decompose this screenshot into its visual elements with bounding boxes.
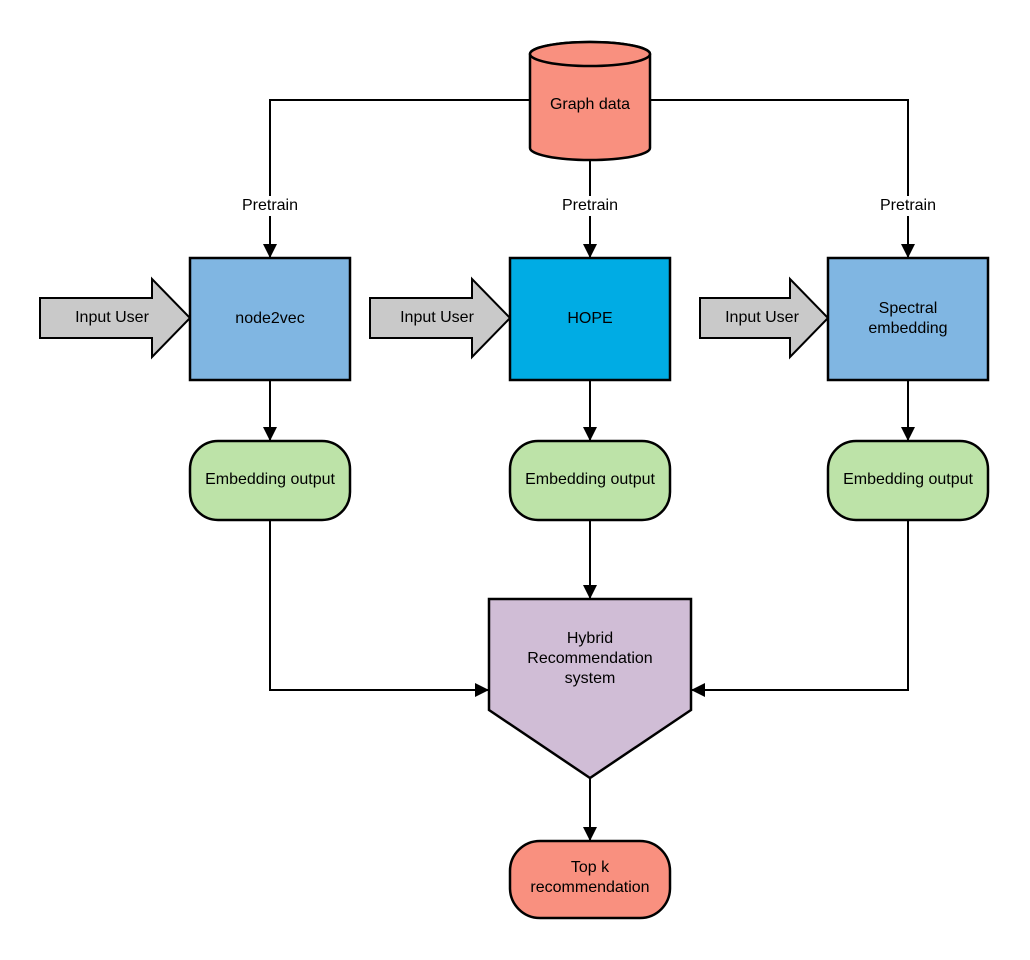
- embedding-output-label-right: Embedding output: [843, 471, 973, 488]
- connector-output-left-to-hybrid: [269, 520, 489, 697]
- connector-graphdata-to-spectral: [650, 99, 915, 258]
- hybrid-recommendation-label: Hybrid Recommendation system: [527, 630, 653, 687]
- node2vec-label: node2vec: [235, 310, 305, 327]
- input-user-arrow-right: [699, 276, 830, 360]
- pretrain-label-left: Pretrain: [237, 196, 303, 216]
- input-user-label-left: Input User: [75, 309, 149, 326]
- pretrain-label-right: Pretrain: [875, 196, 941, 216]
- connector-output-right-to-hybrid: [691, 520, 909, 697]
- embedding-output-left-shape: [188, 439, 352, 522]
- graph-data-label: Graph data: [549, 96, 631, 113]
- embedding-output-label-left: Embedding output: [205, 471, 335, 488]
- node2vec-box: [188, 256, 352, 382]
- input-user-arrow-left: [39, 276, 192, 360]
- input-user-label-right: Input User: [725, 309, 799, 326]
- connector-graphdata-to-node2vec: [263, 99, 530, 258]
- embedding-output-label-middle: Embedding output: [525, 471, 655, 488]
- spectral-embedding-box: [826, 256, 990, 382]
- hope-label: HOPE: [567, 310, 613, 327]
- hybrid-recommendation-pentagon: [487, 597, 693, 780]
- input-user-arrow-middle: [369, 276, 512, 360]
- embedding-output-middle-shape: [508, 439, 672, 522]
- spectral-embedding-label: Spectral embedding: [868, 300, 948, 337]
- input-user-label-middle: Input User: [400, 309, 474, 326]
- top-k-recommendation-shape: [508, 839, 672, 920]
- graph-data-cylinder-top: [528, 40, 652, 68]
- hope-box: [508, 256, 672, 382]
- top-k-recommendation-label: Top k recommendation: [530, 859, 650, 896]
- embedding-output-right-shape: [826, 439, 990, 522]
- pretrain-label-middle: Pretrain: [557, 196, 623, 216]
